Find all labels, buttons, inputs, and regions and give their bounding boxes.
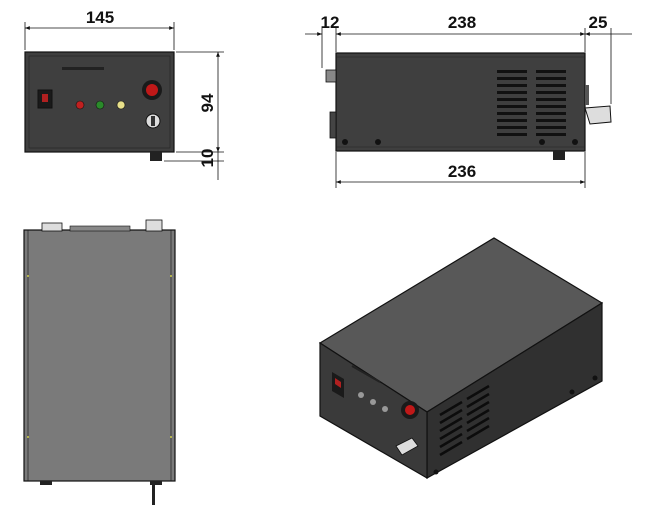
- iso-vent-grille-icon: [439, 384, 490, 457]
- dim-label-front-width: 145: [86, 8, 114, 27]
- top-view: [23, 219, 176, 505]
- dimension-side-top: 12 238 25: [305, 13, 632, 104]
- screw-icon: [539, 139, 545, 145]
- key-switch-icon: [145, 113, 161, 129]
- power-switch-icon: [37, 89, 53, 109]
- emergency-stop-icon: [142, 80, 162, 100]
- dim-label-side-base-length: 236: [448, 162, 476, 181]
- iso-key-icon: [395, 437, 419, 456]
- dimension-side-bottom: 236: [335, 152, 586, 188]
- side-view: [325, 52, 612, 160]
- iso-led-icon: [370, 399, 376, 405]
- iso-power-switch-icon: [332, 372, 344, 398]
- dimension-front-height: 94 10: [164, 51, 224, 180]
- dimension-front-width: 145: [24, 8, 175, 50]
- dim-label-foot-height: 10: [198, 149, 217, 168]
- rear-connector-icon: [584, 85, 612, 125]
- front-foot: [150, 152, 162, 161]
- side-panel: [335, 52, 586, 152]
- front-view: [24, 51, 175, 161]
- dim-label-side-right-offset: 25: [589, 13, 608, 32]
- screw-icon: [572, 139, 578, 145]
- led-green-icon: [95, 100, 105, 110]
- dim-label-front-height: 94: [198, 93, 217, 112]
- top-panel: [23, 229, 176, 482]
- isometric-view: [318, 237, 604, 480]
- vent-grille-icon: [497, 70, 566, 136]
- iso-led-icon: [382, 406, 388, 412]
- dim-label-side-left-offset: 12: [321, 13, 340, 32]
- iso-emergency-stop-icon: [401, 401, 419, 419]
- screw-icon: [342, 139, 348, 145]
- led-yellow-icon: [116, 100, 126, 110]
- dim-label-side-length: 238: [448, 13, 476, 32]
- screw-icon: [375, 139, 381, 145]
- led-red-icon: [75, 100, 85, 110]
- iso-led-icon: [358, 392, 364, 398]
